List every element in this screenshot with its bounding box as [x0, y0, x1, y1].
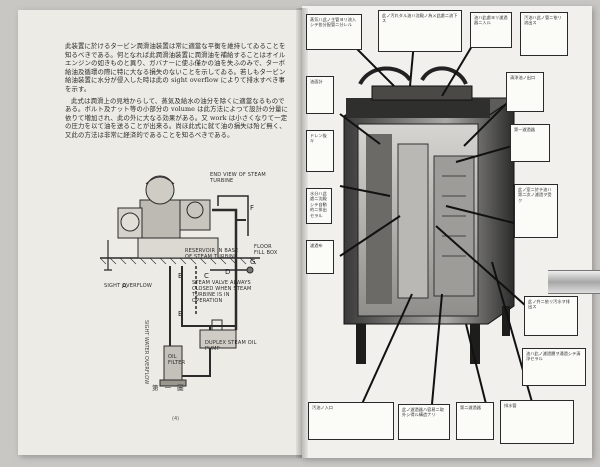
page-number: (4): [172, 416, 180, 422]
figure-caption: 第 一 圖: [152, 384, 186, 392]
label-reservoir: RESERVOIR IN BASE OF STEAM TURBINE: [185, 248, 239, 260]
callout-8: 油面計: [306, 76, 334, 114]
cabinet-body: [342, 66, 516, 364]
diagram-letters: A B C D E F G: [122, 204, 255, 318]
letter-f: F: [250, 204, 254, 212]
label-duplex-pump: DUPLEX STEAM OIL PUMP: [205, 340, 257, 352]
paragraph-1: 此装置に於けるタービン潤滑油装置は常に適當な平衡を維持してゐることを知るべきであ…: [65, 42, 286, 93]
callout-12: 此ノ弁ニ依リ汚水ヲ排出ス: [524, 296, 578, 336]
turbine-drawing: [100, 175, 260, 387]
callout-9: ドレン抜キ: [306, 130, 334, 172]
book-gutter: [296, 8, 308, 458]
callout-3: 油ハ此處ヨリ濾過器ニ入ル: [470, 12, 512, 48]
label-sight-overflow: SIGHT OVERFLOW: [104, 283, 152, 289]
metal-strip: [548, 270, 600, 294]
callout-1: 蒸気ハ此ノ主管ヨリ流入シテ各分配管ニ分レル: [306, 14, 362, 50]
label-oil-filter: OIL FILTER: [168, 354, 186, 366]
oil-system-diagram: A B C D E F G: [100, 175, 260, 387]
callout-14: 汚油ノ入口: [308, 402, 394, 440]
callout-7: 此ノ室ニ於テ油ハ第二次ノ濾過ヲ受ク: [514, 184, 558, 238]
callout-16: 第二濾過器: [456, 402, 494, 440]
filter-cutaway-illustration: [339, 41, 533, 405]
letter-a: A: [122, 282, 127, 290]
letter-c: C: [204, 272, 209, 280]
callout-15: 此ノ濾過器ハ容易ニ取外シ得ル構造ナリ: [398, 404, 450, 440]
callout-17: 排水管: [500, 400, 574, 444]
left-page-body: 此装置に於けるタービン潤滑油装置は常に適當な平衡を維持してゐることを知るべきであ…: [65, 42, 290, 140]
letter-g: G: [250, 258, 255, 266]
callout-2: 此ノ汚れタル油ハ沈殿ノ為メ此處ニ流下ス: [378, 10, 462, 52]
paragraph-2: 此式は潤滑上の見地からして、蒸気及給水の油分を除くに適當なるものである。ボルト及…: [65, 96, 289, 139]
letter-b: B: [178, 272, 183, 280]
label-floor: FLOOR FILL BOX: [254, 244, 278, 256]
letter-d: D: [225, 268, 230, 276]
callout-5: 清淨油ノ出口: [506, 72, 544, 112]
letter-e: E: [178, 310, 182, 318]
label-end-view: END VIEW OF STEAM TURBINE: [210, 172, 266, 184]
callout-6: 第一濾過器: [510, 124, 550, 162]
callout-4: 汚油ハ此ノ管ニ依リ流出ス: [520, 12, 568, 56]
label-steam-valve: STEAM VALVE ALWAYS CLOSED WHEN STEAM TUR…: [192, 280, 252, 304]
label-vertical: SIGHT WATER OVERFLOW: [143, 320, 149, 385]
callout-13: 油ハ此ノ濾過層ヲ通過シテ清淨セラル: [522, 348, 586, 386]
callout-10: 水分ハ此處ニ沈殿シテ自動的ニ排出セラル: [306, 188, 332, 224]
callout-11: 濾過布: [306, 240, 334, 274]
